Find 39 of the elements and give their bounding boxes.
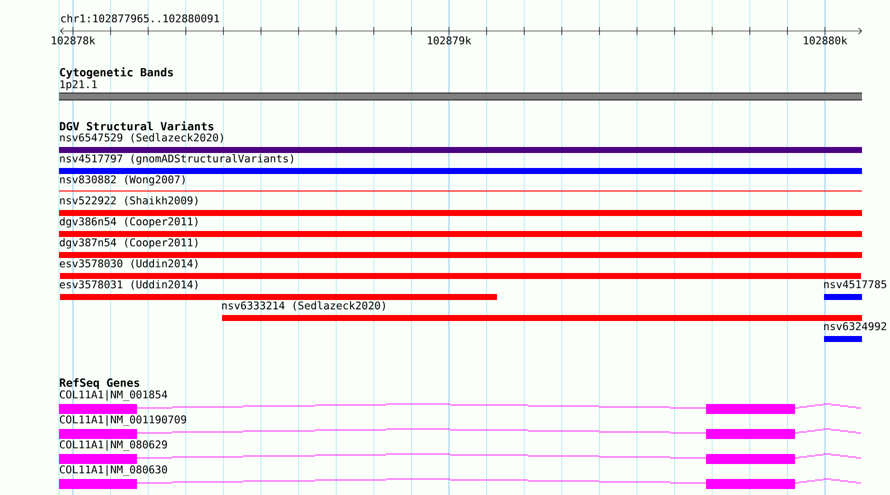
node-label: nsv6324992 (824, 322, 886, 330)
variant-feature: esv3578030 (Uddin2014) (60, 259, 862, 279)
tick-label: 102879k (428, 36, 472, 44)
node-label: esv3578030 (Uddin2014) (60, 259, 198, 269)
variant-feature: nsv4517785 (824, 280, 886, 300)
variant-feature: nsv6324992 (824, 322, 886, 342)
node-label: nsv6547529 (Sedlazeck2020) (60, 133, 223, 143)
gene-feature: COL11A1|NM_080629 (59, 440, 862, 464)
node-label: 1p21.1 (60, 80, 97, 90)
gene-feature: COL11A1|NM_001854 (59, 390, 862, 414)
variant-feature: nsv830882 (Wong2007) (59, 175, 862, 192)
node-label: dgv387n54 (Cooper2011) (60, 238, 198, 249)
tick-label: 102878k (52, 36, 96, 44)
variant-feature: nsv4517797 (gnomADStructuralVariants) (59, 154, 862, 174)
variant-feature: nsv522922 (Shaikh2009) (59, 196, 862, 216)
variant-feature: nsv6333214 (Sedlazeck2020) (222, 301, 862, 321)
variant-feature: dgv386n54 (Cooper2011) (59, 217, 862, 237)
node-label: nsv522922 (Shaikh2009) (60, 196, 198, 206)
track-title: DGV Structural Variants (60, 121, 214, 130)
node-label: COL11A1|NM_001190709 (60, 415, 186, 426)
gene-feature: COL11A1|NM_001190709 (59, 415, 862, 439)
node-label: nsv830882 (Wong2007) (60, 175, 185, 186)
node-label: dgv386n54 (Cooper2011) (60, 217, 198, 228)
node-label: COL11A1|NM_001854 (60, 390, 168, 401)
node-label: COL11A1|NM_080629 (60, 440, 167, 451)
location-text: chr1:102877965..102880091 (61, 14, 220, 22)
cytoband-feature: 1p21.1 (58, 80, 862, 100)
node-label: nsv4517797 (gnomADStructuralVariants) (60, 154, 294, 165)
node-label: esv3578031 (Uddin2014) (60, 280, 198, 290)
node-label: COL11A1|NM_080630 (60, 465, 167, 476)
variant-feature: dgv387n54 (Cooper2011) (59, 238, 862, 258)
track-title: RefSeq Genes (60, 378, 140, 390)
track-title: Cytogenetic Bands (60, 67, 173, 79)
tick-label: 102880k (804, 36, 848, 44)
variant-feature: esv3578031 (Uddin2014) (60, 280, 497, 300)
node-label: nsv4517785 (824, 280, 886, 288)
gene-feature: COL11A1|NM_080630 (59, 465, 862, 489)
variant-feature: nsv6547529 (Sedlazeck2020) (59, 133, 862, 153)
node-label: nsv6333214 (Sedlazeck2020) (222, 301, 385, 311)
